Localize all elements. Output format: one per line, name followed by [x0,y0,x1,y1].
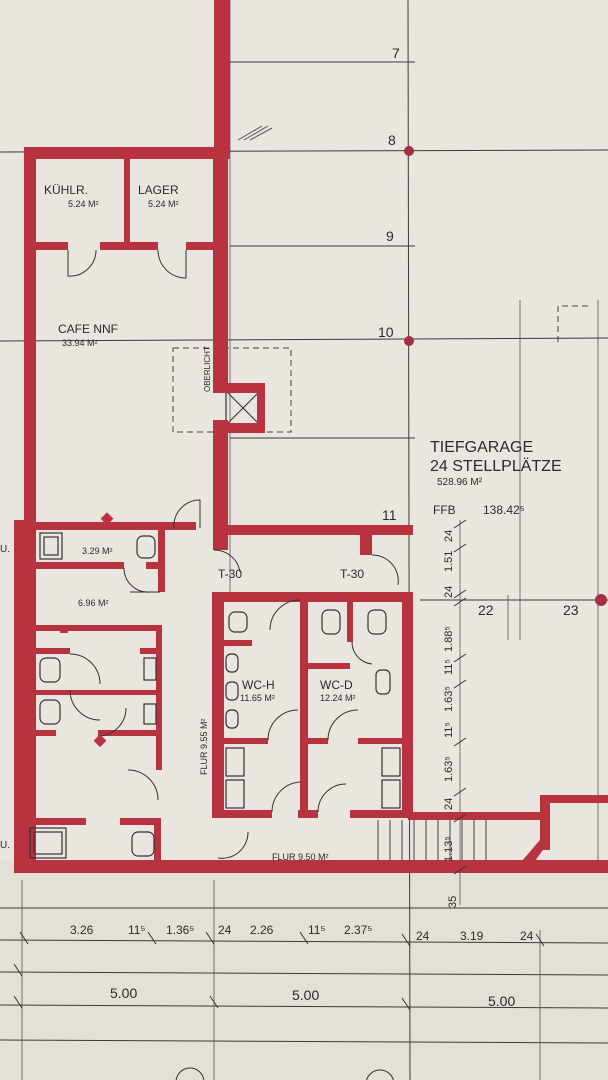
room-area-lager: 5.24 M² [148,199,179,209]
gridline-label-10: 10 [378,324,394,340]
dimension-row-2: 5.00 5.00 5.00 [110,985,515,1009]
room-labels: KÜHLR. 5.24 M² LAGER 5.24 M² CAFE NNF 33… [0,183,562,862]
paper-lower [0,860,608,1080]
gridline-label-23: 23 [563,602,579,618]
dim-row1-2: 1.36⁵ [166,923,194,937]
dim-row1-5: 11⁵ [308,923,325,937]
vertical-dimensions: 24 1.51 24 1.88⁵ 11⁵ 1.63⁵ 11⁵ 1.63⁵ 24 … [443,530,459,908]
dim-vert-2: 24 [443,586,455,598]
dim-vert-4: 11⁵ [443,659,455,675]
dim-row2-0: 5.00 [110,985,137,1001]
gridline-label-9: 9 [386,228,394,244]
dimension-ticks [13,931,545,1011]
ffb-value: 138.42⁵ [483,503,525,517]
dim-row1-9: 24 [520,929,534,943]
dim-vert-10: 35 [447,896,459,908]
stairs [377,820,487,860]
scribble-mark [237,125,273,141]
dim-vert-8: 24 [443,798,455,810]
vertical-dim-ticks [453,519,467,875]
fixtures [29,532,401,859]
room-name-lager: LAGER [138,183,179,197]
gridline-label-22: 22 [478,602,494,618]
dim-vert-3: 1.88⁵ [443,626,455,652]
grid-marker-10 [404,336,414,346]
edge-label-2: U. [0,840,10,851]
dim-vert-7: 1.63⁵ [443,756,455,782]
dim-row2-2: 5.00 [488,993,515,1009]
walls [14,0,608,873]
dim-vert-9: 1.13⁵ [443,836,455,862]
dim-row1-6: 2.37⁵ [344,923,372,937]
dim-row2-1: 5.00 [292,987,319,1003]
gridline-label-8: 8 [388,132,396,148]
garage-title: TIEFGARAGE [430,439,533,456]
garage-area: 528.96 M² [437,477,483,488]
door-label-t30-a: T-30 [218,567,242,581]
grid-markers [404,146,607,606]
gridline-label-11: 11 [382,507,397,523]
dim-row1-8: 3.19 [460,929,484,943]
dim-vert-0: 24 [443,530,455,542]
dim-row1-4: 2.26 [250,923,274,937]
dim-row1-3: 24 [218,923,232,937]
room-area-small1: 3.29 M² [82,546,113,556]
ffb-label: FFB [433,503,456,517]
grid-marker-23 [595,594,607,606]
bottom-grid-circles [175,1067,394,1080]
grid-marker-8 [404,146,414,156]
dim-vert-6: 11⁵ [443,722,455,738]
label-oberlicht: OBERLICHT [203,346,212,392]
edge-label-1: U. [0,544,10,555]
flur-vertical-label: FLUR 9.55 M² [199,718,209,775]
garage-dashed [557,305,590,342]
room-area-wcd: 12.24 M² [320,693,356,703]
dim-row1-7: 24 [416,929,430,943]
dim-vert-5: 1.63⁵ [443,686,455,712]
room-area-wch: 11.65 M² [240,693,275,703]
room-area-cafe: 33.94 M² [62,338,98,348]
dim-row1-1: 11⁵ [128,923,145,937]
flur-horizontal-label: FLUR 9.50 M² [272,852,329,862]
gridline-label-7: 7 [392,45,400,61]
dim-vert-1: 1.51 [443,551,455,572]
room-name-wch: WC-H [242,678,275,692]
room-area-kuehlr: 5.24 M² [68,199,99,209]
room-name-cafe: CAFE NNF [58,322,118,336]
garage-spaces: 24 STELLPLÄTZE [430,457,562,475]
room-name-kuehlr: KÜHLR. [44,183,88,197]
room-name-wcd: WC-D [320,678,353,692]
room-area-small2: 6.96 M² [78,598,109,608]
dim-row1-0: 3.26 [70,923,94,937]
door-swings [67,249,399,859]
grid-numbers: 7 8 9 10 11 22 23 [378,45,579,618]
dimension-row-1: 3.26 11⁵ 1.36⁵ 24 2.26 11⁵ 2.37⁵ 24 3.19… [70,923,534,943]
door-label-t30-b: T-30 [340,567,364,581]
